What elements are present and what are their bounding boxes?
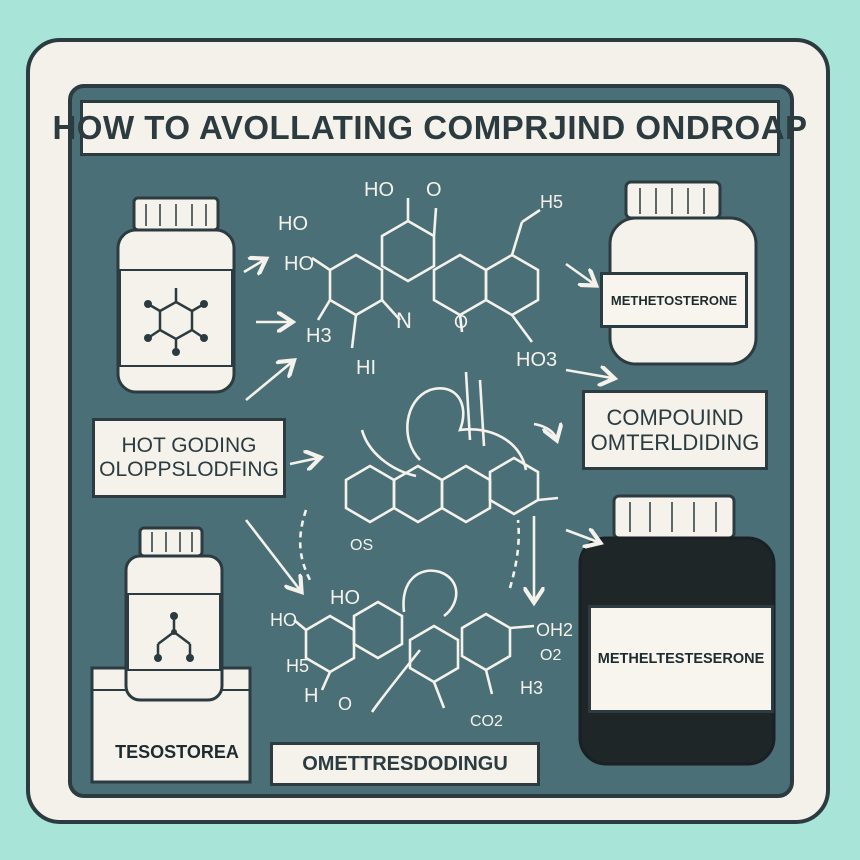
bottom-process-label: OMETTRESDODINGU — [270, 742, 540, 786]
flow-arrows — [243, 260, 612, 600]
chem-label: HO — [278, 213, 308, 235]
chem-label: HO — [364, 179, 394, 201]
molecule-bottom — [293, 569, 535, 713]
chem-label: H5 — [540, 192, 563, 212]
chem-label: N — [396, 308, 412, 333]
compound-label: COMPOUIND OMTERLDIDING — [582, 390, 768, 470]
chem-label: H3 — [306, 325, 332, 347]
base-label: TESOSTOREA — [115, 741, 239, 762]
chem-label: OH2 — [536, 620, 573, 640]
molecule-middle — [344, 371, 559, 524]
chem-label: HO — [284, 253, 314, 275]
jar-bottom-left-icon — [90, 526, 252, 784]
molecule-top — [311, 198, 541, 349]
chem-label: HI — [356, 357, 376, 379]
diagram-title: HOW TO AVOLLATING COMPRJIND ONDROAP — [52, 109, 808, 146]
jar-top-left-icon — [116, 196, 236, 394]
chem-label: H3 — [520, 678, 543, 698]
title-banner: HOW TO AVOLLATING COMPRJIND ONDROAP — [52, 100, 807, 156]
chem-label: O — [426, 179, 442, 201]
chem-label: H5 — [286, 656, 309, 676]
left-label-line2: OLOPPSLODFING — [99, 458, 279, 481]
compound-label-line1: COMPOUIND — [606, 404, 744, 430]
chem-label: O2 — [540, 647, 561, 664]
chem-label: HO3 — [516, 349, 557, 371]
chem-label: H — [304, 685, 318, 707]
chemical-labels: HO HO HO H3 HI N O O H5 HO3 OS HO HO H5 … — [270, 179, 573, 730]
compound-label-line2: OMTERLDIDING — [590, 430, 760, 455]
jar-top-right-label: METHETOSTERONE — [600, 272, 748, 328]
chem-label: HO — [330, 587, 360, 609]
left-label-line1: HOT GODING — [121, 433, 257, 457]
chem-label: OS — [350, 537, 373, 554]
chem-label: HO — [270, 610, 297, 630]
jar-bottom-right-label: METHELTESTESERONE — [588, 605, 774, 713]
chem-label: O — [338, 694, 352, 714]
left-process-label: HOT GODING OLOPPSLODFING — [92, 418, 286, 498]
chem-label: CO2 — [470, 713, 503, 730]
chem-label: O — [454, 312, 468, 332]
